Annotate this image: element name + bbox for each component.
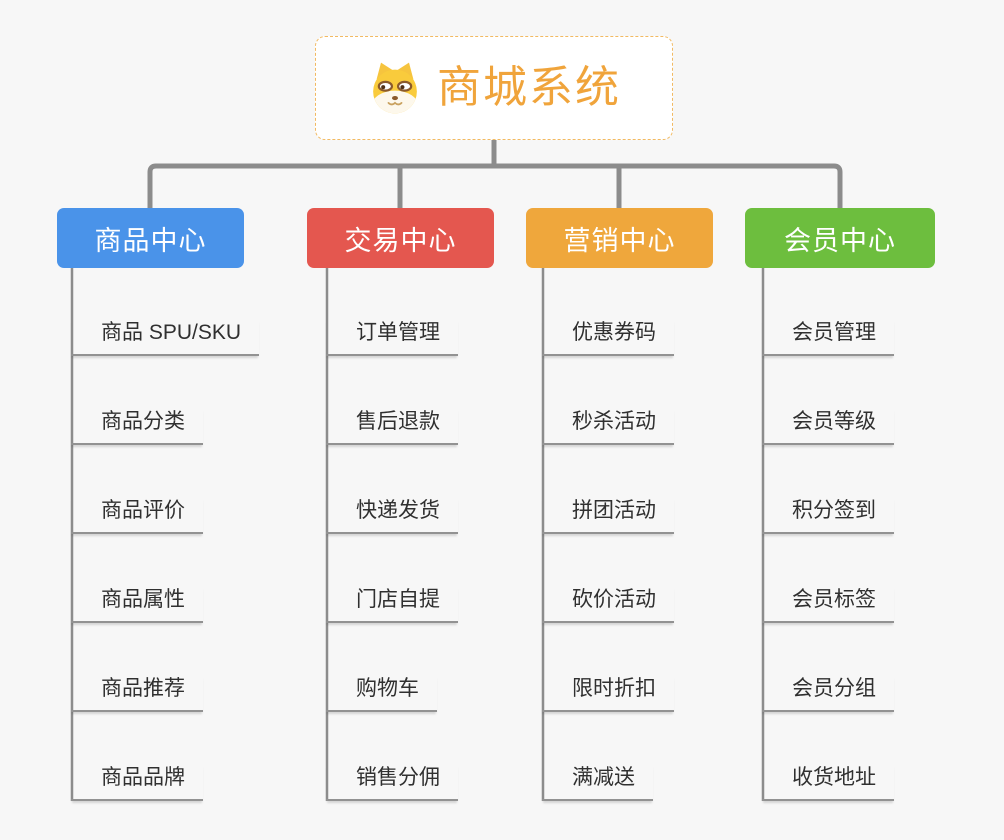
branch-label: 营销中心 [563, 225, 676, 256]
leaf-node[interactable]: 会员管理 [762, 268, 894, 356]
branch-label: 交易中心 [344, 225, 457, 256]
leaf-node[interactable]: 满减送 [542, 712, 674, 801]
leaf-label: 会员管理 [762, 319, 894, 356]
leaf-node[interactable]: 售后退款 [326, 356, 458, 445]
branch-items-member-center: 会员管理 会员等级 积分签到 会员标签 会员分组 收货地址 [762, 268, 894, 801]
leaf-node[interactable]: 快递发货 [326, 445, 458, 534]
branch-items-marketing-center: 优惠券码 秒杀活动 拼团活动 砍价活动 限时折扣 满减送 [542, 268, 674, 801]
branch-node-marketing-center[interactable]: 营销中心 [526, 208, 713, 268]
leaf-node[interactable]: 会员分组 [762, 623, 894, 712]
leaf-node[interactable]: 商品评价 [71, 445, 259, 534]
leaf-label: 商品分类 [71, 408, 203, 445]
branch-node-trade-center[interactable]: 交易中心 [307, 208, 494, 268]
shiba-dog-icon [367, 60, 423, 116]
leaf-node[interactable]: 优惠券码 [542, 268, 674, 356]
leaf-label: 优惠券码 [542, 319, 674, 356]
leaf-label: 商品品牌 [71, 764, 203, 801]
branch-items-trade-center: 订单管理 售后退款 快递发货 门店自提 购物车 销售分佣 [326, 268, 458, 801]
leaf-label: 会员标签 [762, 586, 894, 623]
leaf-label: 商品 SPU/SKU [71, 319, 260, 356]
leaf-label: 拼团活动 [542, 497, 674, 534]
leaf-node[interactable]: 拼团活动 [542, 445, 674, 534]
leaf-label: 会员分组 [762, 675, 894, 712]
leaf-label: 会员等级 [762, 408, 894, 445]
leaf-label: 限时折扣 [542, 675, 674, 712]
leaf-label: 销售分佣 [326, 764, 458, 801]
leaf-label: 门店自提 [326, 586, 458, 623]
branch-label: 会员中心 [784, 225, 896, 256]
leaf-node[interactable]: 商品品牌 [71, 712, 259, 801]
leaf-node[interactable]: 门店自提 [326, 534, 458, 623]
root-node-mall-system[interactable]: 商城系统 [315, 36, 673, 140]
leaf-label: 商品评价 [71, 497, 203, 534]
leaf-node[interactable]: 收货地址 [762, 712, 894, 801]
leaf-node[interactable]: 会员标签 [762, 534, 894, 623]
leaf-node[interactable]: 销售分佣 [326, 712, 458, 801]
leaf-label: 订单管理 [326, 319, 458, 356]
leaf-node[interactable]: 商品 SPU/SKU [71, 268, 260, 356]
leaf-node[interactable]: 积分签到 [762, 445, 894, 534]
leaf-label: 商品属性 [71, 586, 203, 623]
leaf-label: 售后退款 [326, 408, 458, 445]
leaf-node[interactable]: 限时折扣 [542, 623, 674, 712]
root-title: 商城系统 [437, 63, 621, 112]
leaf-label: 满减送 [542, 764, 653, 801]
leaf-node[interactable]: 购物车 [326, 623, 458, 712]
leaf-label: 购物车 [326, 675, 437, 712]
leaf-label: 砍价活动 [542, 586, 674, 623]
leaf-label: 积分签到 [762, 497, 894, 534]
branch-items-product-center: 商品 SPU/SKU 商品分类 商品评价 商品属性 商品推荐 商品品牌 [71, 268, 260, 801]
leaf-node[interactable]: 商品属性 [71, 534, 259, 623]
leaf-node[interactable]: 商品推荐 [71, 623, 259, 712]
branch-node-product-center[interactable]: 商品中心 [57, 208, 244, 268]
leaf-node[interactable]: 砍价活动 [542, 534, 674, 623]
leaf-label: 商品推荐 [71, 675, 203, 712]
leaf-node[interactable]: 秒杀活动 [542, 356, 674, 445]
branch-label: 商品中心 [94, 225, 207, 256]
leaf-node[interactable]: 商品分类 [71, 356, 259, 445]
leaf-label: 秒杀活动 [542, 408, 674, 445]
leaf-node[interactable]: 订单管理 [326, 268, 458, 356]
branch-node-member-center[interactable]: 会员中心 [745, 208, 935, 268]
leaf-label: 收货地址 [762, 764, 894, 801]
leaf-label: 快递发货 [326, 497, 458, 534]
leaf-node[interactable]: 会员等级 [762, 356, 894, 445]
